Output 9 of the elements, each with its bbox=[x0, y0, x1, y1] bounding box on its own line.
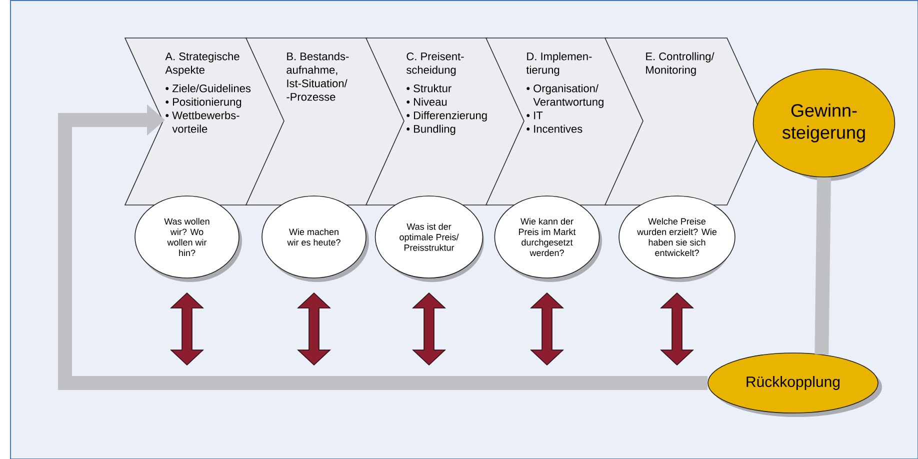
question-bubble: Welche Preise wurden erzielt? Wie haben sie sich entwickelt? bbox=[618, 196, 736, 282]
feedback-arrow bbox=[58, 104, 708, 390]
question-bubble: Was ist der optimale Preis/ Preisstruktur bbox=[374, 196, 484, 282]
question-bubble: Wie machen wir es heute? bbox=[262, 196, 369, 282]
question-bubble: Wie kann der Preis im Markt durchgesetzt werden? bbox=[494, 196, 602, 282]
chevron-step: C. Preisent- scheidung • Struktur • Niveau • Differenzierung • Bundling bbox=[365, 38, 526, 206]
chevron-step: A. Strategische Aspekte • Ziele/Guidelines • Positionierung • Wettbewerbs- vorteile bbox=[124, 38, 286, 206]
question-bubble: Was wollen wir? Wo wollen wir hin? bbox=[134, 196, 242, 282]
chevron-step: E. Controlling/ Monitoring bbox=[604, 38, 766, 206]
